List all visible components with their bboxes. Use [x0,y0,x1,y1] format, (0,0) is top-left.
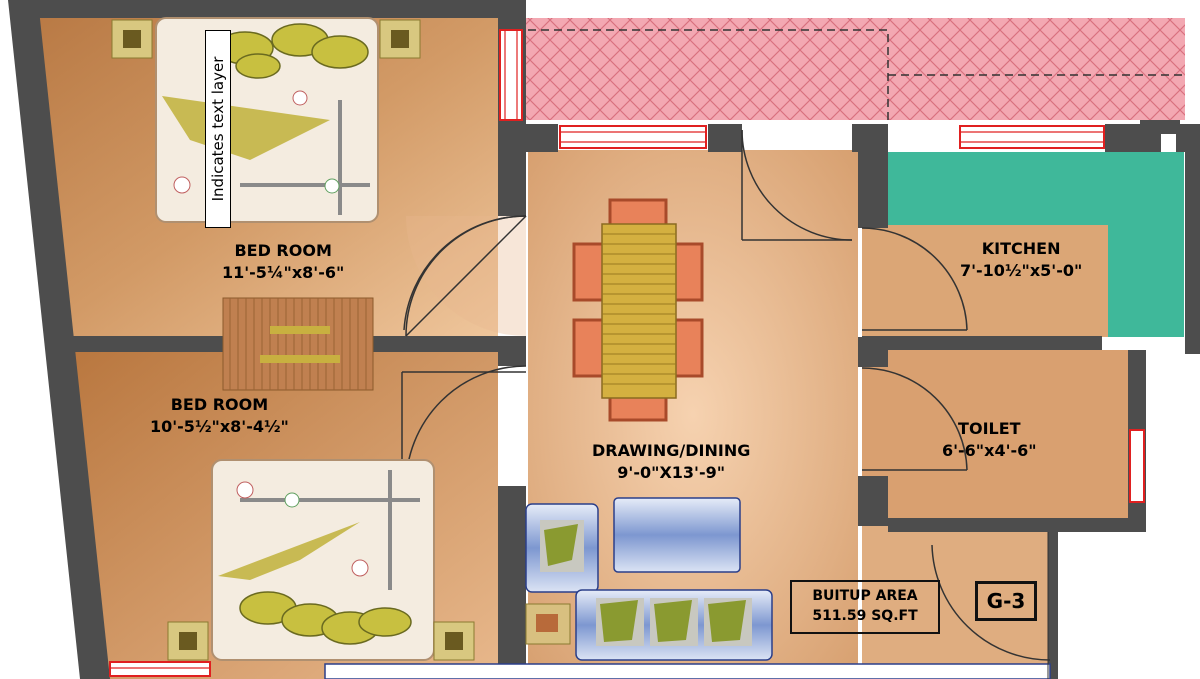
room-name: BED ROOM [170,395,269,414]
builtup-area-box: BUITUP AREA 511.59 SQ.FT [790,580,940,634]
bed-1 [155,17,379,223]
unit-code-badge: G-3 [975,581,1037,621]
dining-set [572,198,704,422]
room-label-kitchen: KITCHEN 7'-10½"x5'-0" [960,238,1082,282]
room-label-toilet: TOILET 6'-6"x4'-6" [942,418,1037,462]
room-size: 9'-0"X13'-9" [617,463,726,482]
room-label-drawing-dining: DRAWING/DINING 9'-0"X13'-9" [592,440,750,484]
sofa-set [525,497,773,661]
room-label-bed-room-1: BED ROOM 11'-5¼"x8'-6" [222,240,344,284]
bed-2 [211,459,435,661]
room-size: 7'-10½"x5'-0" [960,261,1083,280]
room-label-bed-room-2: BED ROOM 10'-5½"x8'-4½" [150,394,289,438]
text-layer-note: Indicates text layer [205,30,231,228]
bedside-lamps-2 [167,621,475,661]
room-name: TOILET [958,419,1021,438]
room-size: 6'-6"x4'-6" [942,441,1037,460]
room-name: DRAWING/DINING [592,441,751,460]
room-size: 11'-5¼"x8'-6" [222,263,345,282]
balcony-tiles [525,18,1185,120]
bedside-lamps-1 [111,19,421,59]
room-size: 10'-5½"x8'-4½" [150,417,289,436]
builtup-value: 511.59 SQ.FT [812,608,918,624]
room-name: BED ROOM [234,241,332,260]
text-layer-note-text: Indicates text layer [209,56,227,202]
room-name: KITCHEN [981,239,1061,258]
wardrobe-shelf [222,297,374,391]
builtup-label: BUITUP AREA [812,588,918,604]
